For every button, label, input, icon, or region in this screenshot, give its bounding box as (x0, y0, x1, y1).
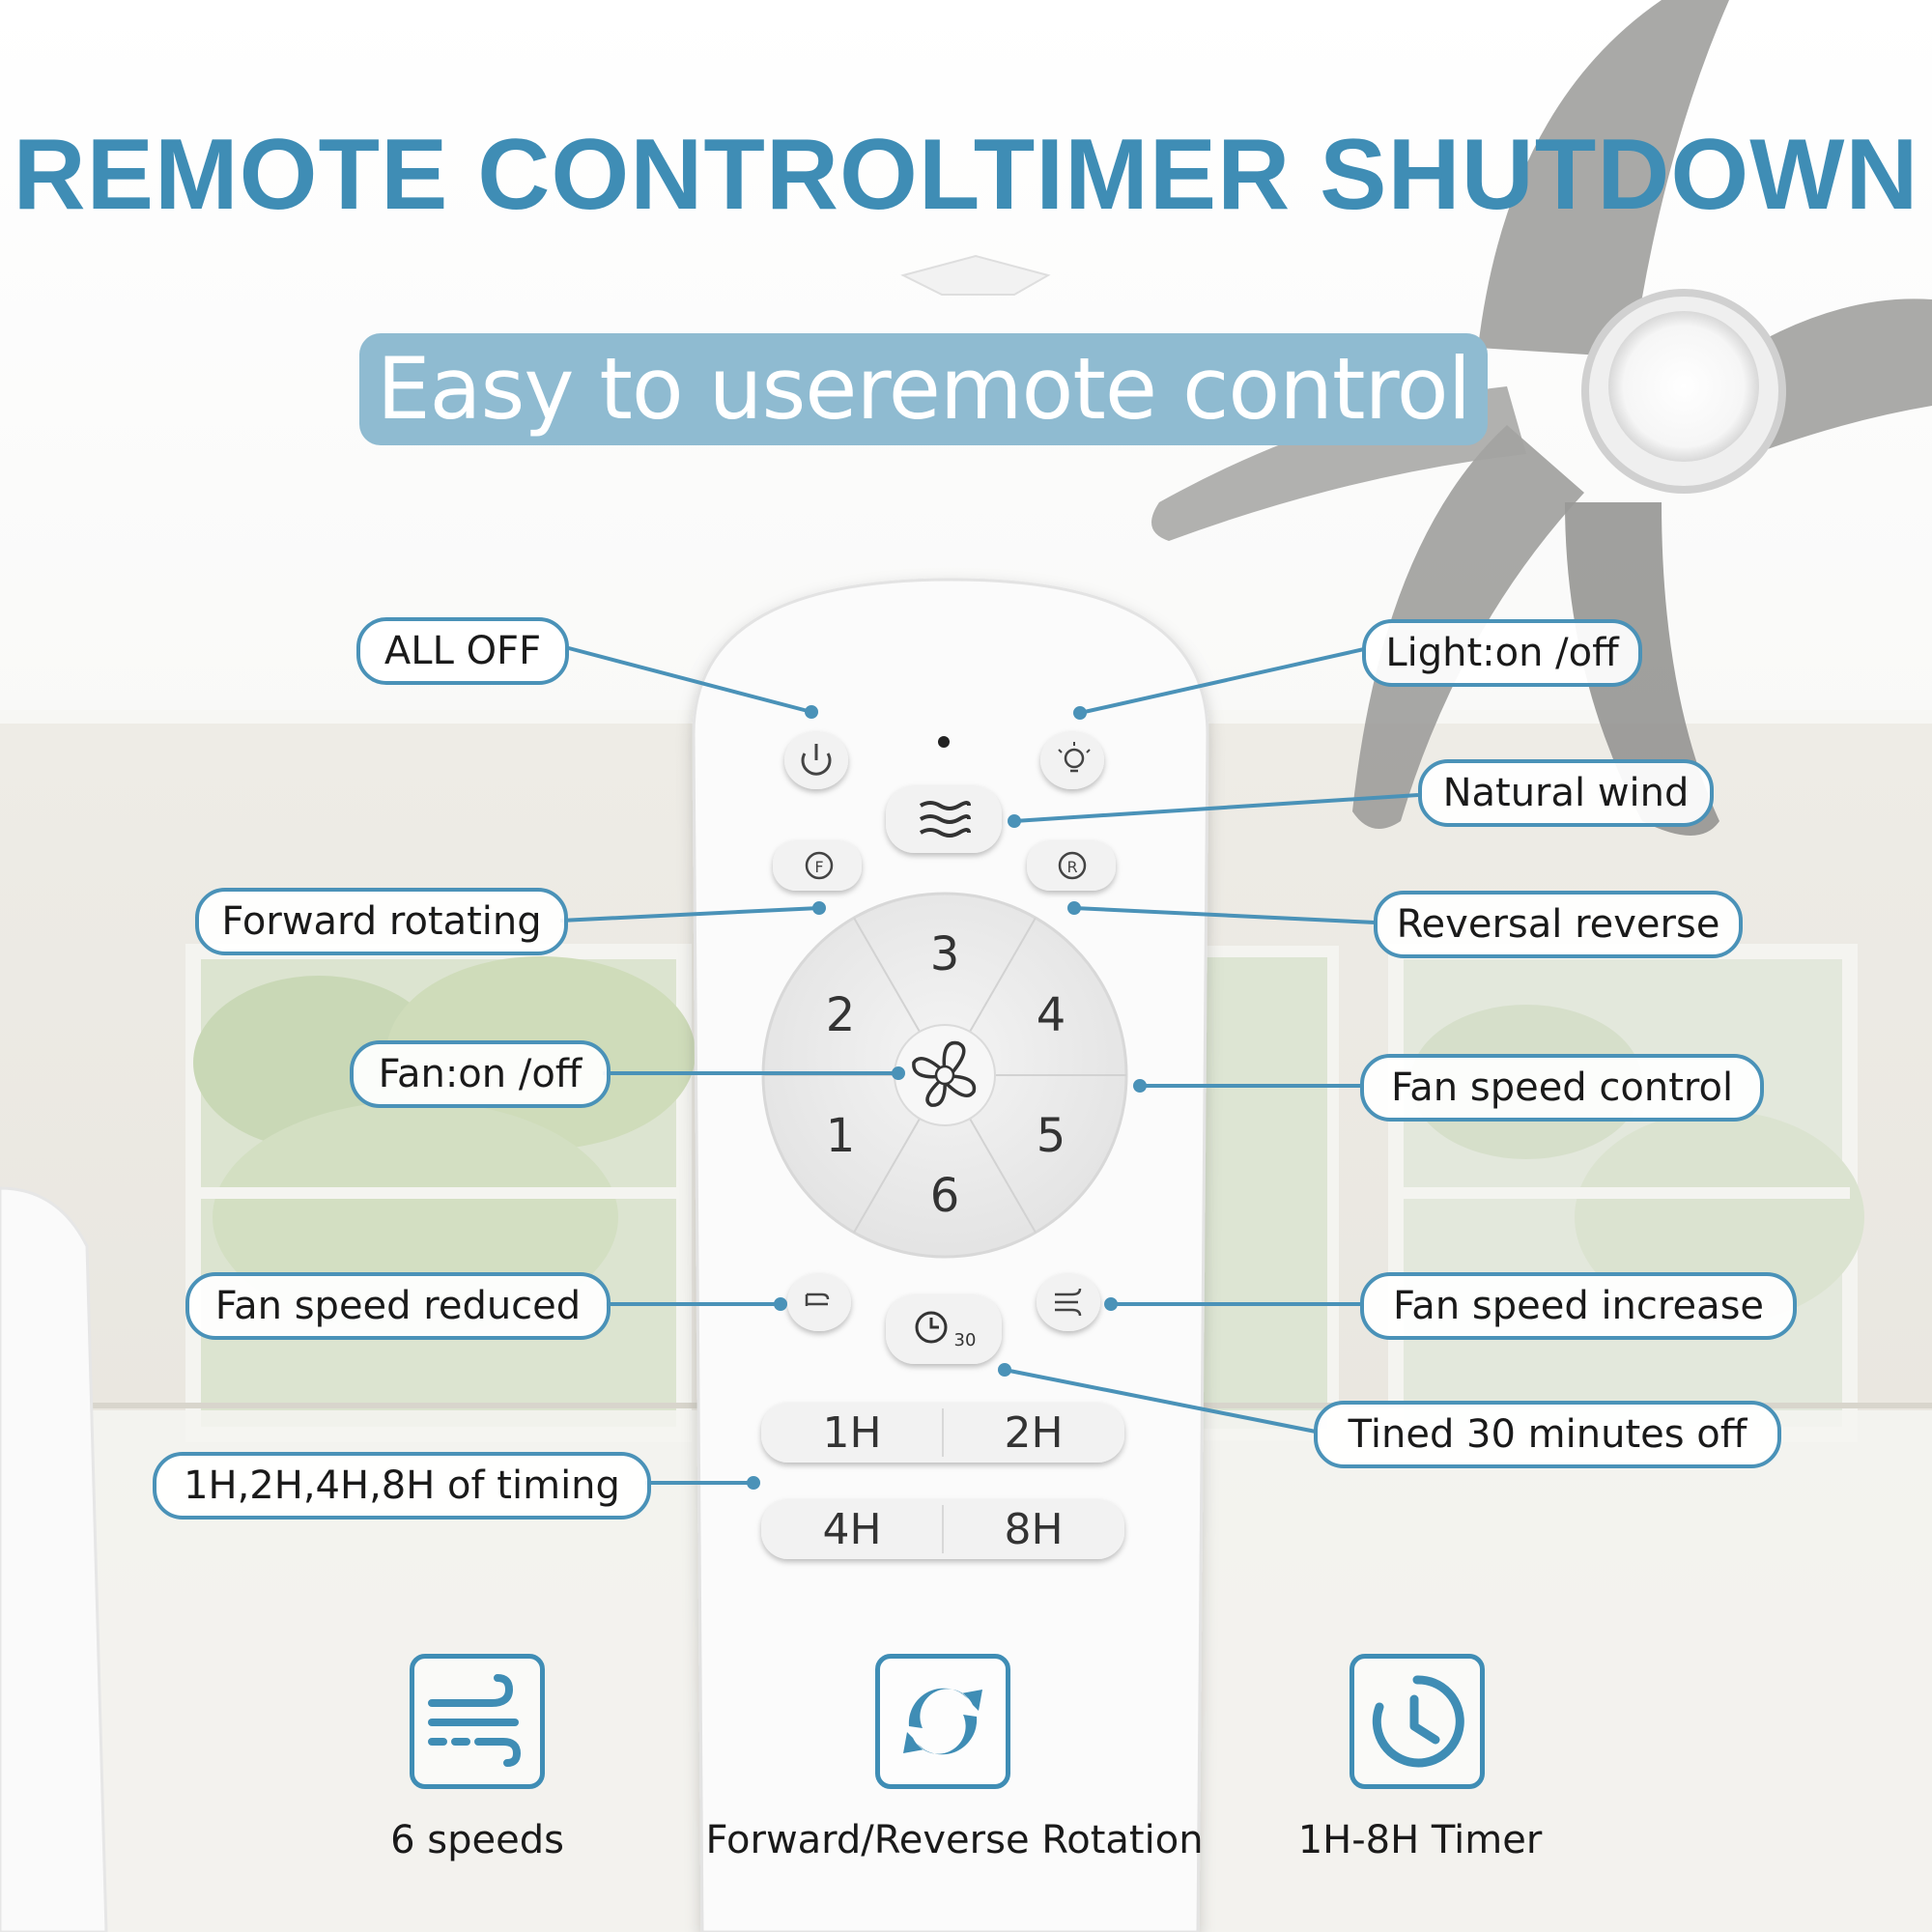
feature-timer-icon (1350, 1654, 1485, 1789)
timer-row-2 (761, 1499, 1124, 1559)
callout-natural-wind: Natural wind (1418, 759, 1714, 827)
feature-rotation-icon (875, 1654, 1010, 1789)
timer-30-sub-label: 30 (953, 1330, 977, 1350)
callout-light: Light:on /off (1362, 619, 1642, 687)
callout-fan-speed-control: Fan speed control (1360, 1054, 1764, 1122)
connector-lines (559, 645, 1419, 1490)
timer-row-1 (761, 1403, 1124, 1463)
callout-forward: Forward rotating (195, 888, 568, 955)
callout-speed-increase: Fan speed increase (1360, 1272, 1797, 1340)
page-title: REMOTE CONTROLTIMER SHUTDOWN (13, 119, 1919, 231)
callout-all-off: ALL OFF (356, 617, 569, 685)
callout-fan-onoff: Fan:on /off (350, 1040, 611, 1108)
fan-onoff-button[interactable] (894, 1024, 996, 1126)
callout-timing: 1H,2H,4H,8H of timing (153, 1452, 651, 1520)
feature-speeds-icon (410, 1654, 545, 1789)
speed-6-button[interactable]: 6 (929, 1169, 960, 1223)
timer-8h-button[interactable]: 8H (1004, 1505, 1064, 1554)
wind-icon (428, 1674, 522, 1767)
svg-text:R: R (1066, 858, 1077, 876)
timer-4h-button[interactable]: 4H (822, 1505, 882, 1554)
speed-2-button[interactable]: 2 (825, 988, 856, 1042)
callout-timer30: Tined 30 minutes off (1314, 1401, 1781, 1468)
speed-4-button[interactable]: 4 (1036, 988, 1066, 1042)
reverse-button[interactable]: R (1027, 840, 1116, 891)
timer-1h-button[interactable]: 1H (822, 1408, 882, 1458)
feature-label-timer: 1H-8H Timer (1297, 1818, 1543, 1862)
subtitle-banner: Easy to useremote control (359, 333, 1488, 445)
rotation-arrows-icon (903, 1688, 982, 1755)
feature-label-rotation: Forward/Reverse Rotation (705, 1818, 1204, 1862)
feature-label-speeds: 6 speeds (390, 1818, 564, 1862)
fan-icon (912, 1040, 977, 1107)
timer-30-button[interactable] (886, 1294, 1002, 1364)
forward-button[interactable]: F (773, 840, 862, 891)
speed-3-button[interactable]: 3 (929, 927, 960, 981)
clock-icon (1372, 1675, 1464, 1768)
speed-1-button[interactable]: 1 (825, 1109, 856, 1163)
power-button[interactable] (784, 731, 848, 789)
speed-up-button[interactable] (1037, 1273, 1100, 1331)
svg-text:F: F (814, 858, 823, 876)
timer-2h-button[interactable]: 2H (1004, 1408, 1064, 1458)
callout-speed-reduced: Fan speed reduced (185, 1272, 611, 1340)
natural-wind-button[interactable] (886, 785, 1002, 853)
light-button[interactable] (1040, 731, 1104, 789)
callout-reverse: Reversal reverse (1374, 891, 1743, 958)
speed-down-button[interactable] (787, 1273, 851, 1331)
speed-5-button[interactable]: 5 (1036, 1109, 1066, 1163)
